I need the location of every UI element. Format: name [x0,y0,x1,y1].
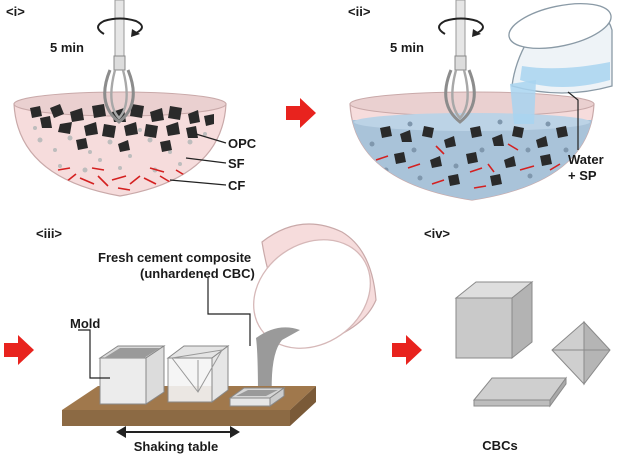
component-label-cf: CF [228,178,245,193]
rotation-arrow-icon [438,17,484,35]
panel-ii: <ii> 5 min [348,0,613,201]
panel-i: <i> 5 min [6,0,257,197]
step-arrow-2 [4,335,34,365]
panel-iii-label: <iii> [36,226,62,241]
pyramid-specimen [551,320,611,386]
cube-specimen [454,280,534,360]
whisk [444,55,476,124]
mixer-shaft [455,0,466,59]
mold-leader [78,329,110,379]
silica-fume-particles [33,126,207,173]
composite-leader [207,278,251,346]
composite-sublabel: (unhardened CBC) [140,266,255,281]
step-arrow-3 [392,335,422,365]
water-stream [510,80,536,124]
table-side [290,386,316,426]
panel-iii: <iii> Fresh cement composite (unhardened… [4,223,377,454]
whisk [103,55,135,124]
carbon-fibers [375,143,561,189]
sp-label: + SP [568,168,597,183]
shaking-arrow-icon [116,426,240,438]
step-arrow-1 [286,98,316,128]
composite-label: Fresh cement composite [98,250,251,265]
mixing-time-label: 5 min [50,40,84,55]
panel-iv: <iv> CBCs [424,226,611,453]
mixer-shaft [114,0,125,59]
beaker-water [520,62,610,87]
cube-mold [98,345,166,405]
mixing-time-label: 5 min [390,40,424,55]
cement-particles [30,104,214,152]
cbcs-label: CBCs [482,438,517,453]
component-label-sf: SF [228,156,245,171]
pyramid-mold [166,345,230,403]
panel-i-label: <i> [6,4,25,19]
beaker-mouth [508,2,612,50]
plate-specimen [472,376,567,408]
plate-mold [228,387,286,407]
dry-mix-contents [30,104,214,191]
pouring-bowl [253,223,377,349]
shaking-table-label: Shaking table [134,439,219,454]
rotation-arrow-head [131,29,140,37]
wet-mix-contents [350,113,594,200]
rotation-arrow-icon [97,17,143,35]
cement-particles [380,126,568,186]
water-beaker [508,2,613,94]
paste-stream [256,327,300,398]
water-label: Water [568,152,604,167]
water-leader [567,91,579,150]
rotation-arrow-head [472,29,481,37]
mold-label: Mold [70,316,100,331]
panel-iv-label: <iv> [424,226,450,241]
component-leaders [169,133,227,186]
panel-ii-label: <ii> [348,4,371,19]
component-label-opc: OPC [228,136,257,151]
table-front [62,410,290,426]
